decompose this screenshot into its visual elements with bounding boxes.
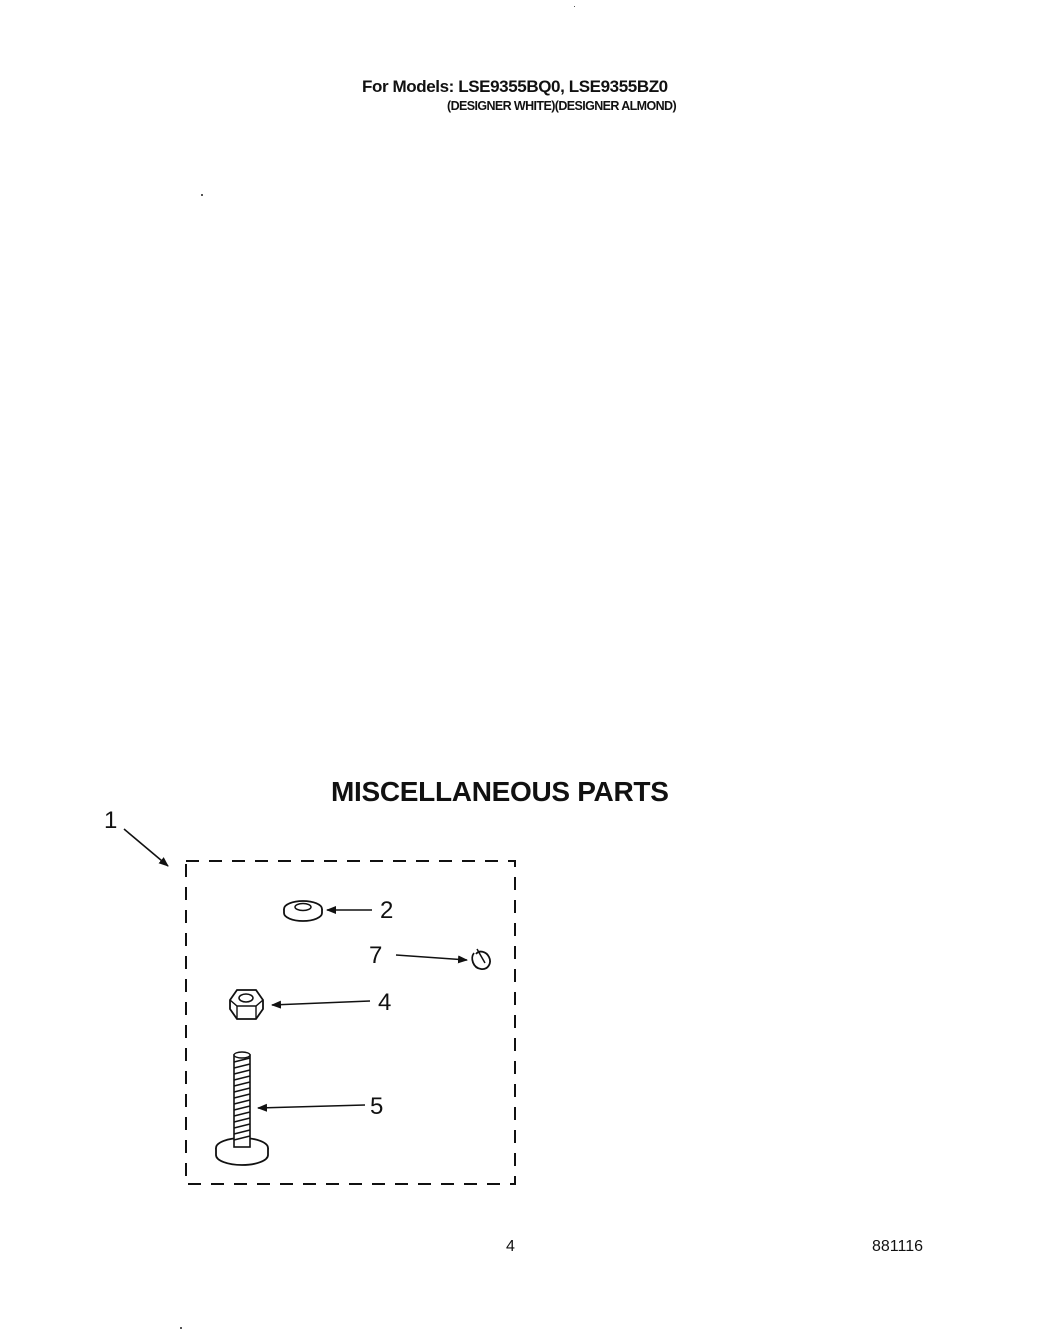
- scan-speck: [574, 6, 575, 7]
- callout-1-label: 1: [104, 807, 117, 834]
- callout-4-leader: [271, 1000, 371, 1009]
- callout-7-label: 7: [369, 942, 382, 969]
- hex-nut-icon: [229, 989, 264, 1020]
- scan-speck: [180, 1327, 182, 1329]
- callout-5-label: 5: [370, 1093, 383, 1120]
- callout-2-label: 2: [380, 897, 393, 924]
- clip-icon: [471, 948, 491, 970]
- callout-4-label: 4: [378, 989, 391, 1016]
- leveling-bolt-icon: [215, 1051, 269, 1166]
- callout-5-leader: [257, 1103, 366, 1112]
- section-title: MISCELLANEOUS PARTS: [331, 776, 669, 807]
- washer-icon: [283, 900, 323, 922]
- callout-1-leader: [123, 828, 169, 867]
- scan-speck: [201, 194, 203, 196]
- document-code: 881116: [872, 1238, 924, 1255]
- models-header: For Models: LSE9355BQ0, LSE9355BZ0: [362, 77, 668, 96]
- callout-7-leader: [395, 954, 468, 964]
- kit-dashed-boundary: [185, 860, 516, 1185]
- colors-subheader: (DESIGNER WHITE)(DESIGNER ALMOND): [447, 99, 677, 113]
- page-number: 4: [506, 1238, 515, 1255]
